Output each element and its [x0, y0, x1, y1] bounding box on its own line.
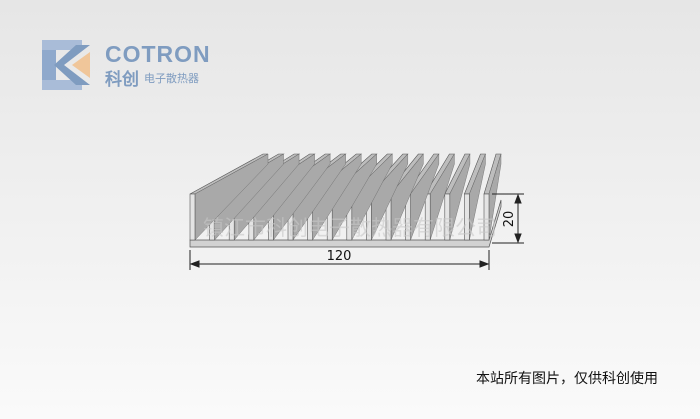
width-dimension [189, 250, 490, 270]
watermark: 镇江市科创电子散热器有限公司 [203, 216, 497, 240]
height-dimension [492, 193, 524, 244]
brand-subtitle: 电子散热器 [144, 72, 199, 85]
heatsink-fins [189, 153, 502, 248]
logo-icon [42, 40, 90, 90]
copyright-notice: 本站所有图片，仅供科创使用 [476, 371, 658, 387]
brand-name-cn: 科创 [105, 70, 139, 90]
fin-front [464, 193, 470, 241]
fin-front [189, 193, 196, 241]
width-label: 120 [327, 249, 352, 264]
brand-name-en: COTRON [105, 41, 211, 67]
fin-front [483, 193, 490, 241]
fin-front [444, 193, 451, 241]
height-label: 20 [502, 211, 517, 228]
